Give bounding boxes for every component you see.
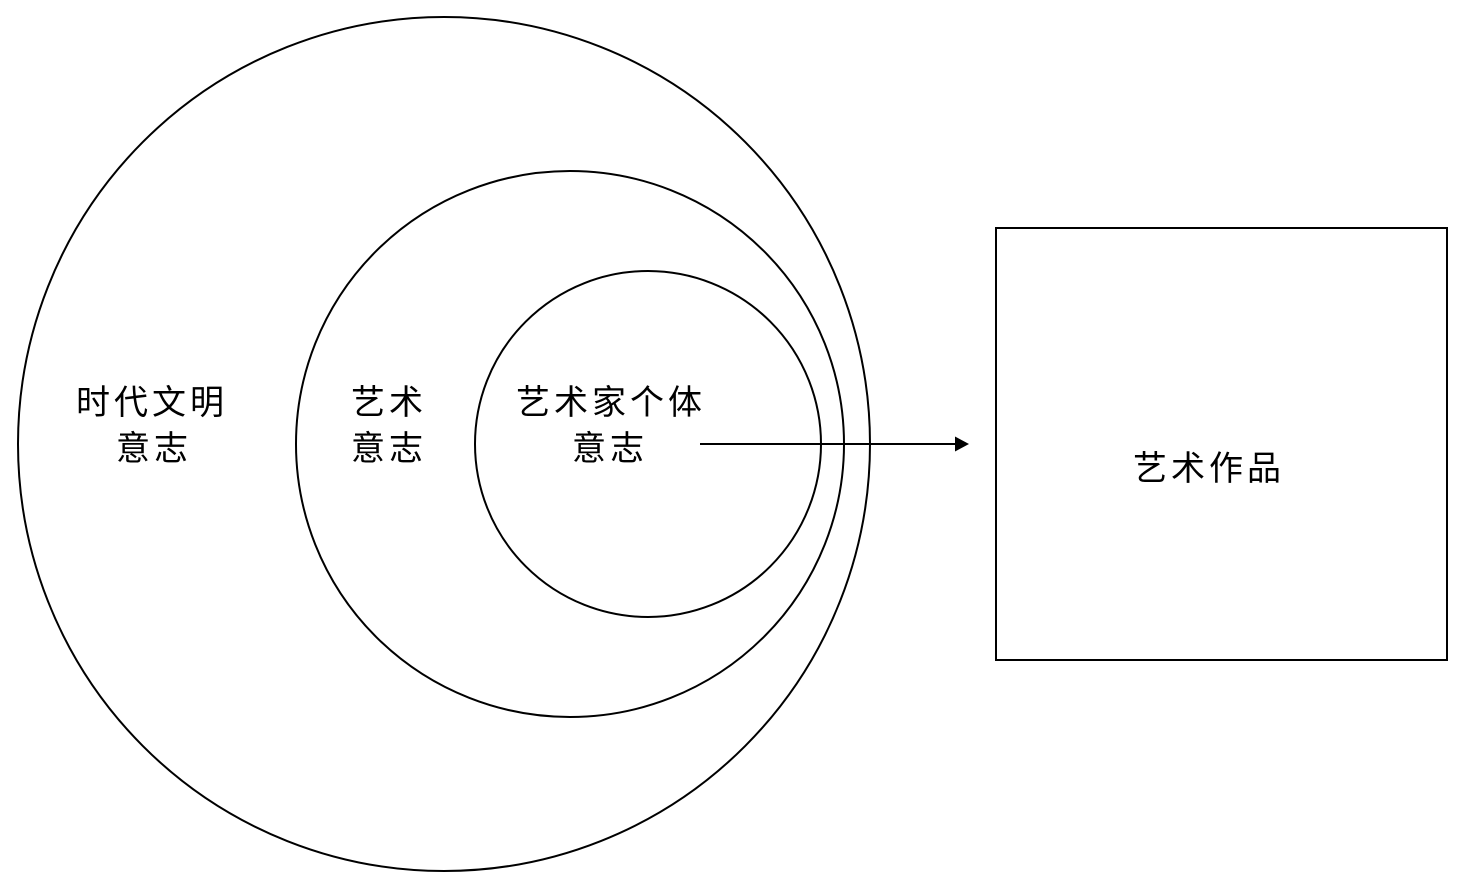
arrow-head [955,436,969,452]
artist-individual-label-line1: 艺术家个体 [516,383,706,423]
art-will-label-line2: 意志 [351,429,427,469]
artwork-box [995,227,1448,661]
era-civilization-label-line1: 时代文明 [76,383,228,423]
art-will-label-line1: 艺术 [351,383,427,423]
artwork-label: 艺术作品 [1133,449,1285,489]
artist-individual-label-line2: 意志 [572,429,648,469]
era-civilization-label-line2: 意志 [116,429,192,469]
